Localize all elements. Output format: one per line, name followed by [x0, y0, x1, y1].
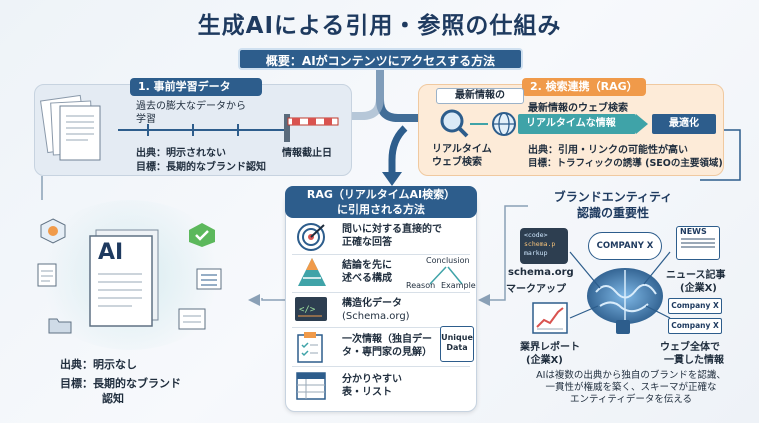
doc-small-icon — [37, 263, 57, 287]
pretraining-desc-2: 学習 — [136, 114, 156, 125]
schema-label-1: schema.org — [508, 267, 574, 278]
document-card-icon — [178, 308, 206, 330]
company-card-2: Company X — [668, 318, 722, 334]
schema-code-line3: markup — [524, 249, 548, 257]
brand-entity-title-line2: 認識の重要性 — [576, 206, 649, 220]
pretraining-desc-1: 過去の膨大なデータから — [136, 101, 246, 112]
clipboard-icon — [297, 332, 323, 363]
list-doc-icon — [196, 268, 222, 290]
rag-goal: 目標：トラフィックの誘導 (SEOの主要領域) — [528, 158, 723, 169]
news-label-2: (企業X) — [680, 283, 717, 294]
pretraining-header: 1. 事前学習データ — [130, 78, 262, 96]
table-list-icon — [296, 372, 326, 400]
unique-data-line2: Data — [446, 343, 468, 352]
rag-citation-header-line2: に引用される方法 — [337, 203, 425, 216]
unique-data-line1: Unique — [441, 333, 473, 342]
barrier-icon — [284, 114, 339, 142]
realtime-search-line2: ウェブ検索 — [432, 157, 482, 168]
brand-entity-title-line1: ブランドエンティティ — [553, 190, 673, 204]
overview-banner: 概要：AIがコンテンツにアクセスする方法 — [238, 48, 523, 70]
web-consistency-1: ウェブ全体で — [660, 342, 720, 353]
report-label-1: 業界レポート — [520, 342, 580, 353]
rag-search-header: 2. 検索連携（RAG） — [522, 78, 646, 96]
example-label: Example — [441, 281, 476, 290]
left-goal-1: 目標：長期的なブランド — [60, 377, 181, 390]
hexagon-chart-icon — [40, 218, 66, 244]
unique-data-icon: Unique Data — [440, 326, 474, 362]
realtime-search-line1: リアルタイム — [432, 144, 492, 155]
rag-search-sub: 最新情報のウェブ検索 — [528, 103, 628, 114]
pyramid-icon — [298, 258, 326, 286]
company-cloud-icon: COMPANY X — [588, 232, 662, 260]
separator — [292, 366, 470, 367]
realtime-info-bar: リアルタイムな情報 — [518, 114, 636, 134]
realtime-arrow-icon — [636, 114, 648, 134]
rag-item-3-line2: (Schema.org) — [342, 311, 410, 322]
separator — [292, 254, 470, 255]
reason-label: Reason — [406, 281, 436, 290]
schema-code-line2: schema.p — [524, 240, 556, 248]
schema-code-line1: <code> — [524, 231, 548, 239]
rag-item-1-line2: 正確な回答 — [342, 237, 392, 248]
page-title: 生成AIによる引用・参照の仕組み — [197, 13, 562, 39]
brand-summary-line3: エンティティデータを伝える — [569, 394, 693, 405]
news-label-1: ニュース記事 — [666, 270, 726, 281]
rag-citation-header-line1: RAG（リアルタイムAI検索） — [306, 188, 456, 201]
separator — [292, 292, 470, 293]
code-window-icon: </> — [295, 297, 327, 321]
rag-item-3-line1: 構造化データ — [342, 298, 402, 309]
rag-item-4-line1: 一次情報（独自デー — [342, 334, 432, 345]
ai-doc-label: AI — [98, 240, 124, 265]
rag-item-5-line1: 分かりやすい — [342, 374, 402, 385]
documents-stack-icon — [40, 92, 110, 166]
brand-summary-line1: AIは複数の出典から独自のブランドを認識、 — [536, 370, 726, 381]
pyramid-flow-arrows — [429, 266, 463, 285]
rag-citation-header: RAG（リアルタイムAI検索） に引用される方法 — [285, 186, 477, 218]
schema-label-2: マークアップ — [506, 284, 566, 295]
cutoff-label: 情報截止日 — [282, 148, 332, 159]
rag-item-1-line1: 問いに対する直接的で — [342, 224, 442, 235]
check-badge-icon — [189, 223, 215, 247]
rag-source: 出典：引用・リンクの可能性が高い — [528, 145, 688, 156]
report-chart-icon — [532, 302, 568, 334]
pretraining-goal: 目標：長期的なブランド認知 — [136, 162, 266, 173]
search-magnifier-icon — [440, 109, 488, 138]
company-card-1: Company X — [668, 298, 722, 314]
rag-item-4-line2: タ・専門家の見解） — [342, 347, 432, 358]
globe-icon — [492, 112, 516, 136]
pretraining-source: 出典：明示されない — [136, 148, 226, 159]
news-icon: NEWS — [676, 226, 720, 260]
rag-item-2-line1: 結論を先に — [342, 260, 392, 271]
svg-text:</>: </> — [299, 305, 316, 315]
rag-item-5-line2: 表・リスト — [342, 387, 392, 398]
latest-info-label: 最新情報の — [436, 88, 524, 104]
conclusion-label: Conclusion — [426, 256, 470, 265]
brain-icon — [587, 268, 663, 334]
rag-item-2-line2: 述べる構成 — [342, 273, 392, 284]
brand-summary: AIは複数の出典から独自のブランドを認識、 一貫性が権威を築く、スキーマが正確な… — [505, 370, 757, 406]
folder-icon — [48, 318, 72, 334]
news-badge: NEWS — [680, 227, 707, 236]
left-goal-2: 認知 — [102, 392, 124, 405]
brand-connector-lines — [569, 251, 671, 319]
optimize-badge: 最適化 — [652, 114, 716, 134]
schema-code-icon: <code> schema.p markup — [520, 228, 568, 264]
ai-document-icon — [89, 229, 159, 327]
report-label-2: (企業X) — [526, 355, 563, 366]
target-icon — [297, 223, 325, 251]
brand-entity-title: ブランドエンティティ 認識の重要性 — [528, 189, 698, 221]
web-consistency-2: 一貫した情報 — [664, 355, 724, 366]
brand-summary-line2: 一貫性が権威を築く、スキーマが正確な — [545, 382, 717, 393]
separator — [292, 327, 470, 328]
left-source: 出典：明示なし — [60, 358, 137, 371]
timeline-icon — [118, 124, 286, 136]
